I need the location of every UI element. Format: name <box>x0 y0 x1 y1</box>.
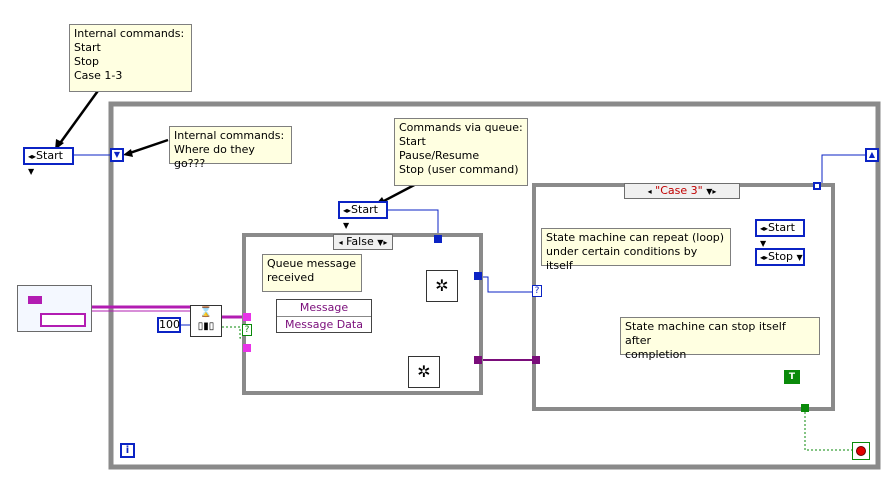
boolean-true-constant[interactable]: T <box>784 370 800 384</box>
queue-dequeue-icon: ▯▮▯ <box>197 321 215 332</box>
inner-case-selector[interactable]: ◂ False ▼▸ <box>333 234 393 250</box>
while-loop-frame <box>108 101 881 470</box>
enum-start-left[interactable]: ◂▸Start ▼ <box>23 147 74 176</box>
enum-increment-icon: ◂▸ <box>343 206 352 215</box>
arrow-internal-top <box>56 87 102 147</box>
state-output-tunnel <box>813 182 821 190</box>
note-internal-commands-top: Internal commands: Start Stop Case 1-3 <box>69 24 192 92</box>
enum-start-queue[interactable]: ◂▸Start ▼ <box>338 201 388 230</box>
dropdown-arrow-icon: ▼▸ <box>706 187 717 196</box>
selector-terminal: ? <box>242 324 252 336</box>
timeout-constant[interactable]: 100 <box>157 317 181 333</box>
dequeue-element-node[interactable]: ⌛ ▯▮▯ <box>190 305 222 337</box>
loop-iteration-terminal: i <box>120 443 135 458</box>
enum-start-inner[interactable]: ◂▸Start ▼ <box>755 219 805 248</box>
dropdown-arrow-icon: ▼ <box>28 167 35 176</box>
variant-to-data-node-bottom[interactable]: ✲ <box>408 356 440 388</box>
note-commands-via-queue: Commands via queue: Start Pause/Resume S… <box>394 118 528 186</box>
queue-tunnel-top <box>434 235 442 243</box>
enum-stop-inner[interactable]: ◂▸Stop ▼ <box>755 248 805 266</box>
state-case-selector[interactable]: ◂ "Case 3" ▼▸ <box>624 183 740 199</box>
case-input-tunnel <box>243 313 251 321</box>
wire-start-queue <box>388 209 439 239</box>
loop-stop-terminal[interactable] <box>852 442 870 460</box>
queue-icon <box>28 296 42 304</box>
case-error-tunnel <box>243 344 251 352</box>
enum-increment-icon: ◂▸ <box>760 224 769 233</box>
output-tunnel-enum <box>474 272 482 280</box>
shift-register-right[interactable]: ▲ <box>865 148 879 162</box>
variant-to-data-node-top[interactable]: ✲ <box>426 270 458 302</box>
note-state-machine-stop: State machine can stop itself after comp… <box>620 317 820 361</box>
stop-sign-icon <box>856 446 866 456</box>
queue-refnum-control[interactable] <box>17 285 92 332</box>
note-queue-message-received: Queue message received <box>262 254 362 292</box>
state-selector-terminal: ? <box>532 285 542 297</box>
enum-increment-icon: ◂▸ <box>28 152 37 161</box>
bool-tunnel <box>801 404 809 412</box>
arrow-internal-where <box>126 138 169 156</box>
state-data-tunnel <box>532 356 540 364</box>
cluster-indicator-icon <box>40 313 86 327</box>
selector-left-arrow-icon: ◂ <box>647 187 652 196</box>
dropdown-arrow-icon: ▼▸ <box>377 238 388 247</box>
hourglass-icon: ⌛ <box>199 307 213 318</box>
unbundle-by-name[interactable]: Message Message Data <box>276 299 372 333</box>
unbundle-message-data: Message Data <box>285 318 363 331</box>
note-internal-commands-where: Internal commands: Where do they go??? <box>169 126 292 170</box>
dropdown-arrow-icon: ▼ <box>343 221 350 230</box>
enum-increment-icon: ◂▸ <box>760 253 769 262</box>
dropdown-arrow-icon: ▼ <box>760 239 767 248</box>
selector-left-arrow-icon: ◂ <box>338 238 343 247</box>
output-tunnel-data <box>474 356 482 364</box>
dropdown-arrow-icon: ▼ <box>796 253 803 262</box>
shift-register-left[interactable]: ▼ <box>110 148 124 162</box>
note-state-machine-repeat: State machine can repeat (loop) under ce… <box>541 228 731 272</box>
wire-to-shift <box>478 276 534 293</box>
unbundle-message: Message <box>277 300 371 317</box>
